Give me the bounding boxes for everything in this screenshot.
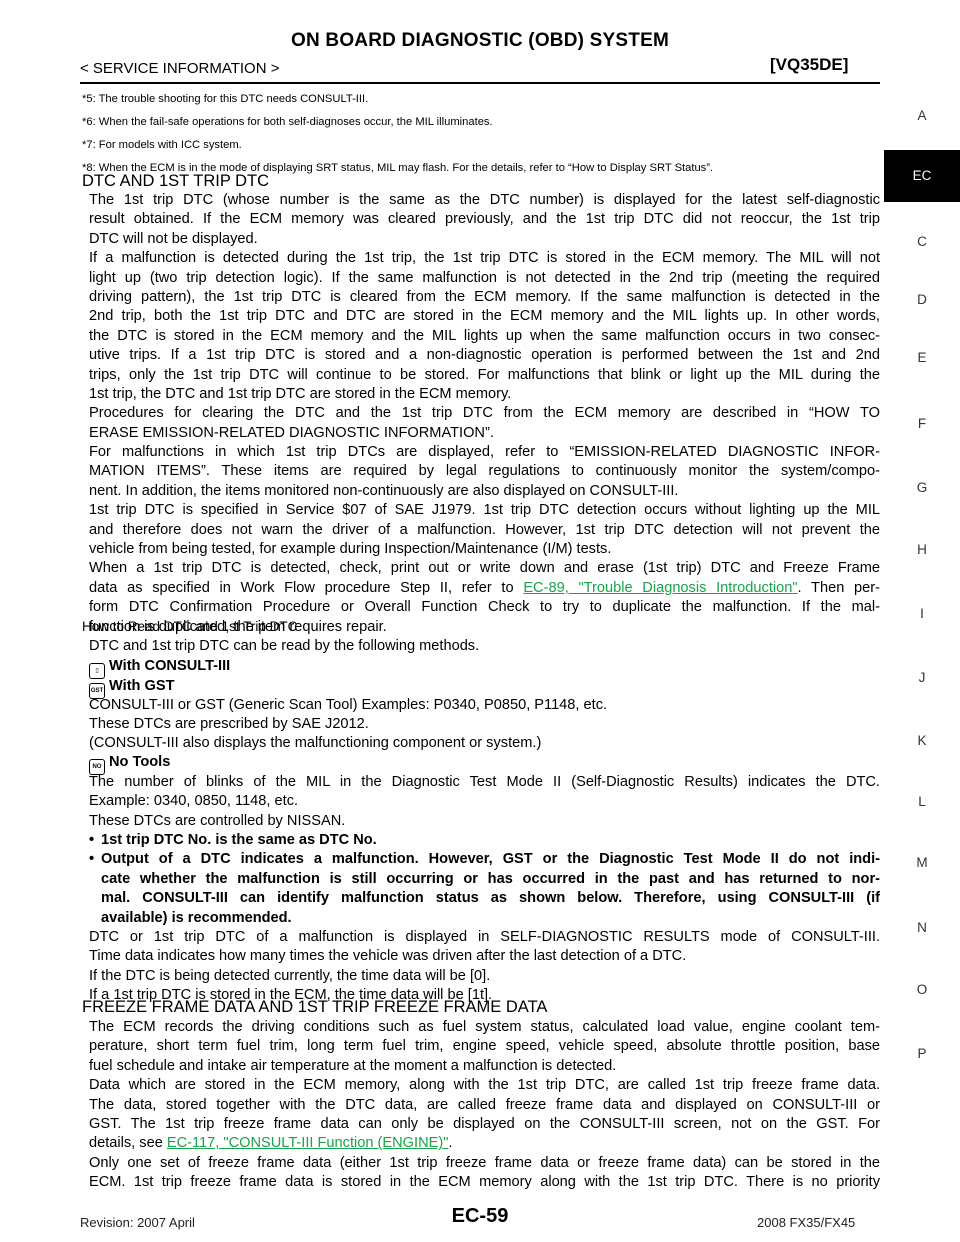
list-item: • 1st trip DTC No. is the same as DTC No… [89, 831, 880, 850]
text-line: function is duplicated, the item require… [89, 618, 387, 635]
text-line: form DTC Confirmation Procedure or Overa… [89, 599, 880, 616]
section-tab-index: A C D E F G H I J K L M N O P [884, 0, 960, 1242]
text-line: CONSULT-III or GST (Generic Scan Tool) E… [89, 697, 608, 713]
footer-revision: Revision: 2007 April [80, 1215, 195, 1230]
text-line: the DTC is stored in the ECM memory and … [89, 327, 880, 344]
text-line: light up (two trip detection logic). If … [89, 269, 880, 286]
text-line: DTC will not be displayed. [89, 230, 258, 247]
page-number: EC-59 [451, 1205, 509, 1227]
text-line: 1st trip, the DTC and 1st trip DTC are s… [89, 385, 512, 402]
text-line: and therefore does not warn the driver o… [89, 521, 880, 538]
footnote: *7: For models with ICC system. [82, 139, 242, 151]
section2-body: The ECM records the driving conditions s… [89, 1018, 880, 1193]
tab-l[interactable]: L [918, 794, 926, 809]
text-line: driving pattern), the 1st trip DTC is cl… [89, 288, 880, 305]
text-line: Procedures for clearing the DTC and the … [89, 405, 880, 422]
text-line: ERASE EMISSION-RELATED DIAGNOSTIC INFORM… [89, 424, 494, 441]
text-line: These DTCs are prescribed by SAE J2012. [89, 716, 369, 732]
bullet-icon: • [89, 832, 95, 848]
text-line: The data, stored together with the DTC d… [89, 1096, 880, 1113]
subsection-heading: How to Read DTC and 1st Trip DTC [82, 619, 298, 634]
tab-n[interactable]: N [917, 920, 927, 935]
text-line: The ECM records the driving conditions s… [89, 1019, 880, 1035]
text-line: If a malfunction is detected during the … [89, 250, 880, 267]
breadcrumb: < SERVICE INFORMATION > [80, 60, 280, 77]
bullet-list: • 1st trip DTC No. is the same as DTC No… [89, 831, 880, 928]
tab-d[interactable]: D [917, 292, 927, 307]
tab-o[interactable]: O [916, 982, 928, 997]
gst-icon: GST [89, 683, 105, 699]
tab-h[interactable]: H [917, 542, 927, 557]
tool-consult: ▯With CONSULT-III [89, 658, 230, 679]
text-line: fuel schedule and intake air temperature… [89, 1057, 617, 1074]
text-line: When a 1st trip DTC is detected, check, … [89, 560, 880, 577]
text-line: GST. The 1st trip freeze frame data can … [89, 1115, 880, 1132]
subsection-intro: DTC and 1st trip DTC can be read by the … [89, 638, 480, 654]
section-heading-freeze-frame: FREEZE FRAME DATA AND 1ST TRIP FREEZE FR… [82, 998, 548, 1016]
text-line: Data which are stored in the ECM memory,… [89, 1077, 880, 1094]
header-divider [80, 82, 880, 84]
text-line: If the DTC is being detected currently, … [89, 967, 491, 984]
footer-model: 2008 FX35/FX45 [757, 1215, 856, 1230]
text-line: Only one set of freeze frame data (eithe… [89, 1154, 880, 1171]
text-line: Time data indicates how many times the v… [89, 948, 687, 965]
tab-c[interactable]: C [917, 234, 927, 249]
text-line: ECM. 1st trip freeze frame data is store… [89, 1174, 880, 1191]
tab-p[interactable]: P [917, 1046, 927, 1061]
text-line-with-link: data as specified in Work Flow procedure… [89, 579, 880, 596]
tab-g[interactable]: G [916, 480, 928, 495]
text-line: DTC or 1st trip DTC of a malfunction is … [89, 929, 880, 945]
footnote: *6: When the fail-safe operations for bo… [82, 116, 493, 128]
footnote: *8: When the ECM is in the mode of displ… [82, 162, 714, 174]
text-line: These DTCs are controlled by NISSAN. [89, 812, 346, 829]
text-line: 1st trip DTC is specified in Service $07… [89, 502, 880, 519]
text-line-with-link: details, see EC-117, "CONSULT-III Functi… [89, 1135, 453, 1152]
tab-i[interactable]: I [920, 606, 924, 621]
page-title: ON BOARD DIAGNOSTIC (OBD) SYSTEM [291, 30, 669, 51]
text-line: perature, short term fuel trim, long ter… [89, 1038, 880, 1055]
footnotes: *5: The trouble shooting for this DTC ne… [82, 88, 872, 180]
text-line: utive trips. If a 1st trip DTC is stored… [89, 347, 880, 364]
text-line: nent. In addition, the items monitored n… [89, 482, 679, 499]
tab-j[interactable]: J [918, 670, 926, 685]
tab-k[interactable]: K [917, 733, 927, 748]
no-tools-icon: NO [89, 759, 105, 775]
consult-iii-icon: ▯ [89, 663, 105, 679]
tab-ec-active[interactable]: EC [884, 150, 960, 202]
trouble-diagnosis-link[interactable]: EC-89, "Trouble Diagnosis Introduction" [523, 579, 798, 596]
tab-e[interactable]: E [917, 350, 927, 365]
text-line: trips, only the 1st trip DTC will contin… [89, 366, 880, 383]
tab-a[interactable]: A [917, 108, 927, 123]
tab-m[interactable]: M [916, 855, 928, 870]
text-line: For malfunctions in which 1st trip DTCs … [89, 444, 880, 461]
list-item: • Output of a DTC indicates a malfunctio… [89, 850, 880, 928]
text-line: If a 1st trip DTC is stored in the ECM, … [89, 987, 493, 1004]
text-line: The 1st trip DTC (whose number is the sa… [89, 192, 880, 208]
model-code: [VQ35DE] [770, 55, 849, 74]
text-line: 2nd trip, both the 1st trip DTC and DTC … [89, 308, 880, 325]
text-line: result obtained. If the ECM memory was c… [89, 211, 880, 228]
bullet-icon: • [89, 851, 95, 868]
after-bullets-body: DTC or 1st trip DTC of a malfunction is … [89, 928, 880, 1006]
text-line: The number of blinks of the MIL in the D… [89, 774, 880, 790]
footnote: *5: The trouble shooting for this DTC ne… [82, 93, 369, 105]
notools-body: The number of blinks of the MIL in the D… [89, 773, 880, 831]
text-line: vehicle from being tested, for example d… [89, 541, 612, 558]
text-line: MATION ITEMS”. These items are required … [89, 463, 880, 480]
text-line: (CONSULT-III also displays the malfuncti… [89, 735, 542, 751]
consult-function-link[interactable]: EC-117, "CONSULT-III Function (ENGINE)" [166, 1135, 449, 1152]
section1-body: The 1st trip DTC (whose number is the sa… [89, 191, 880, 637]
text-line: Example: 0340, 0850, 1148, etc. [89, 793, 299, 810]
section-heading-dtc: DTC AND 1ST TRIP DTC [82, 172, 270, 190]
tab-f[interactable]: F [917, 416, 927, 431]
